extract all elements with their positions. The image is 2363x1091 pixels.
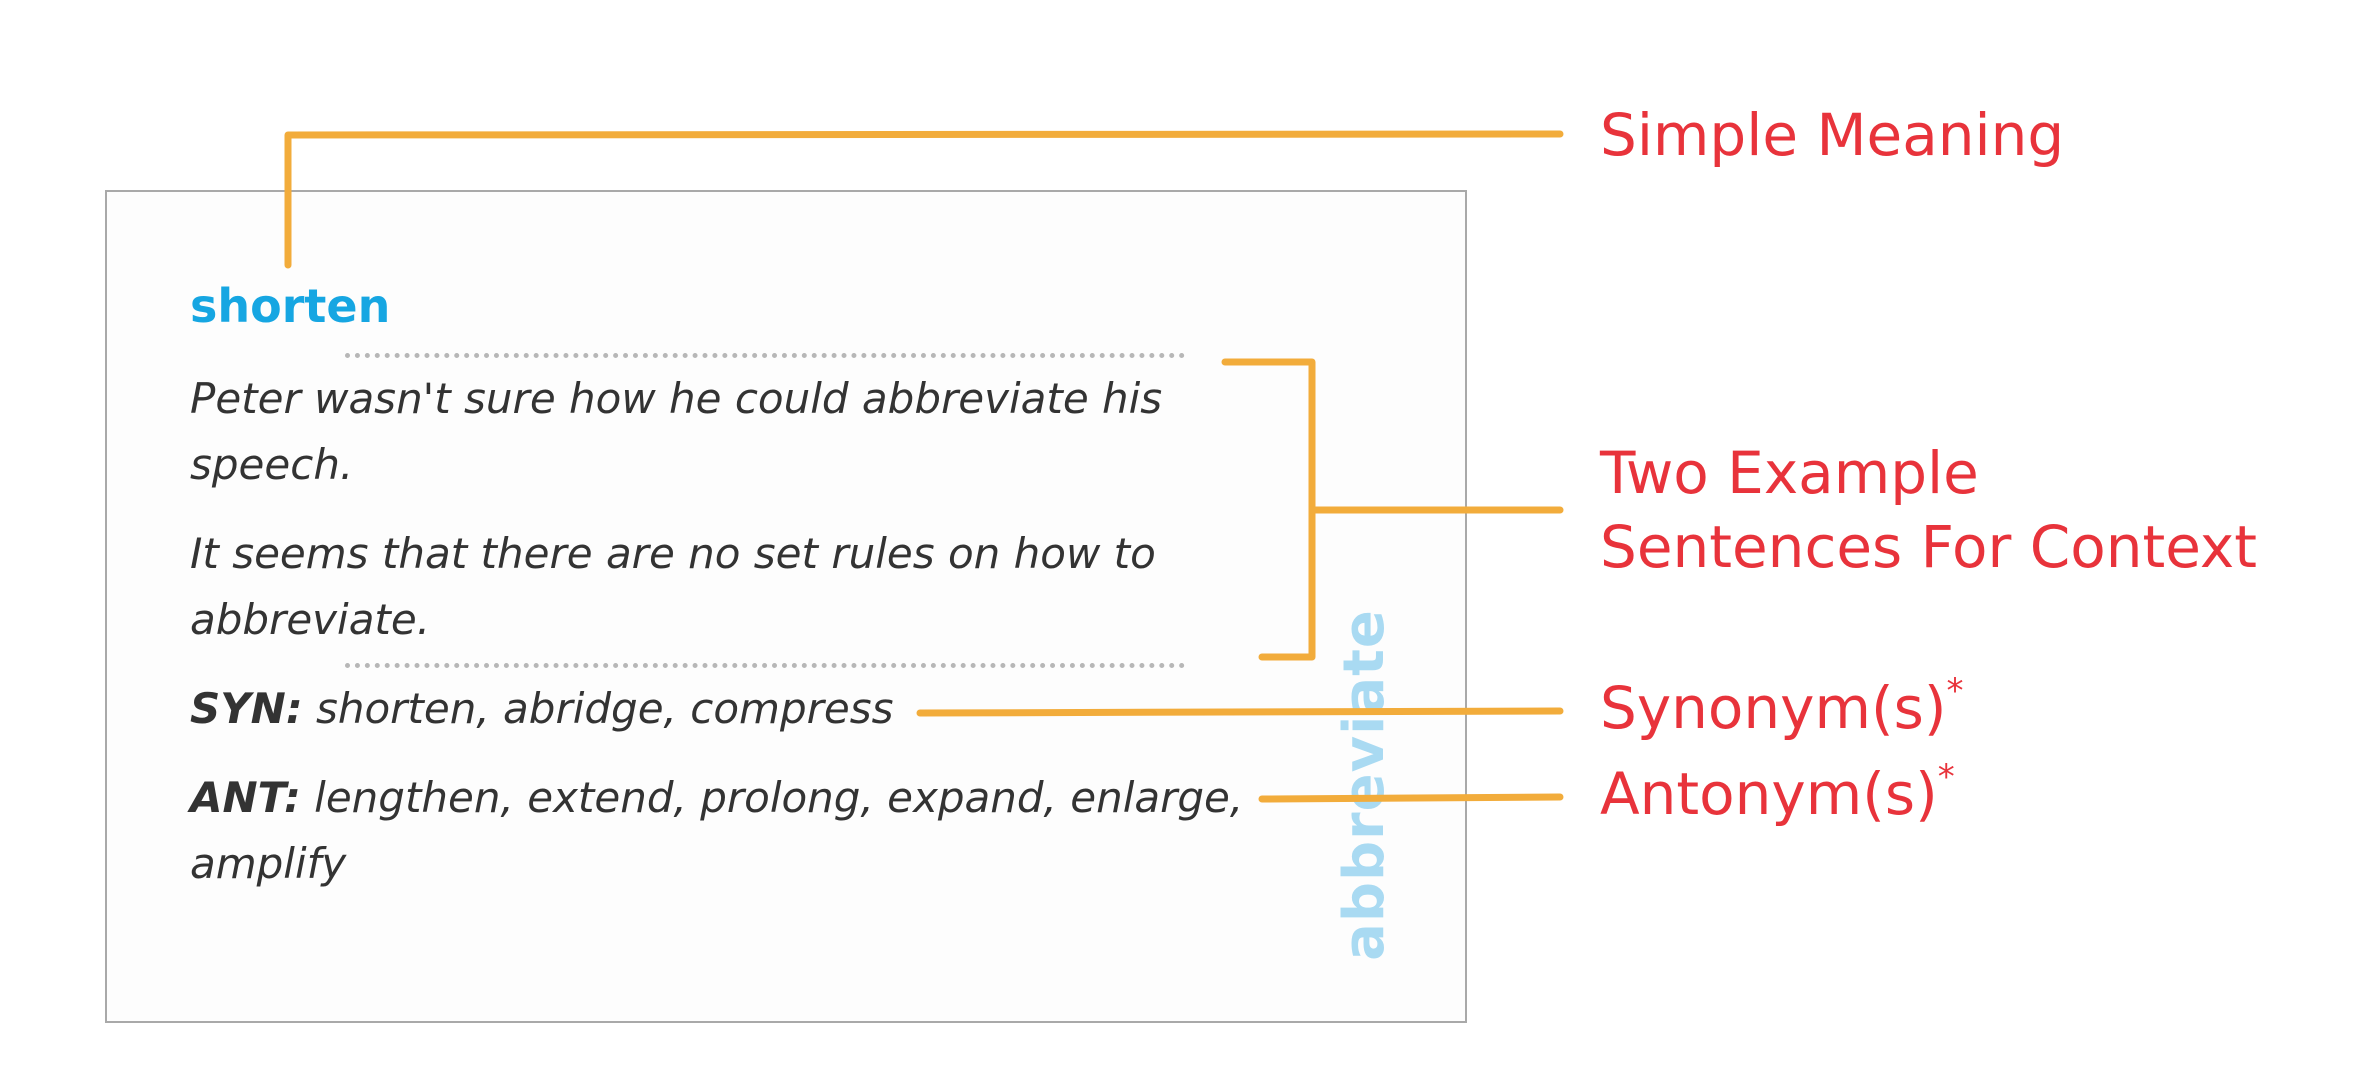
- headword-meaning: shorten: [190, 279, 391, 333]
- antonyms-list: lengthen, extend, prolong, expand, enlar…: [190, 773, 1244, 888]
- vertical-side-word: abbreviate: [1332, 609, 1397, 961]
- dotted-divider-top: [345, 353, 1185, 358]
- antonyms-tag: ANT:: [190, 773, 301, 822]
- synonyms-tag: SYN:: [190, 684, 303, 733]
- annotation-example-sentences: Two Example Sentences For Context: [1600, 436, 2257, 584]
- annotation-synonyms-label: Synonym(s): [1600, 674, 1947, 742]
- annotation-examples-line-2: Sentences For Context: [1600, 513, 2257, 581]
- synonyms-list: shorten, abridge, compress: [315, 684, 894, 733]
- annotation-antonyms-label: Antonym(s): [1600, 760, 1938, 828]
- annotation-simple-meaning: Simple Meaning: [1600, 98, 2064, 172]
- annotation-simple-meaning-label: Simple Meaning: [1600, 101, 2065, 169]
- example-sentence-2: It seems that there are no set rules on …: [190, 529, 1156, 644]
- dotted-divider-bottom: [345, 663, 1185, 668]
- annotation-antonyms-asterisk: *: [1937, 757, 1955, 797]
- synonyms-line: SYN: shorten, abridge, compress: [190, 676, 1250, 742]
- example-sentence-1: Peter wasn't sure how he could abbreviat…: [190, 374, 1163, 489]
- annotation-synonyms: Synonym(s)*: [1600, 671, 1963, 745]
- antonyms-line: ANT: lengthen, extend, prolong, expand, …: [190, 765, 1280, 897]
- annotation-synonyms-asterisk: *: [1946, 671, 1964, 711]
- annotation-antonyms: Antonym(s)*: [1600, 757, 1955, 831]
- annotation-examples-line-1: Two Example: [1600, 439, 1979, 507]
